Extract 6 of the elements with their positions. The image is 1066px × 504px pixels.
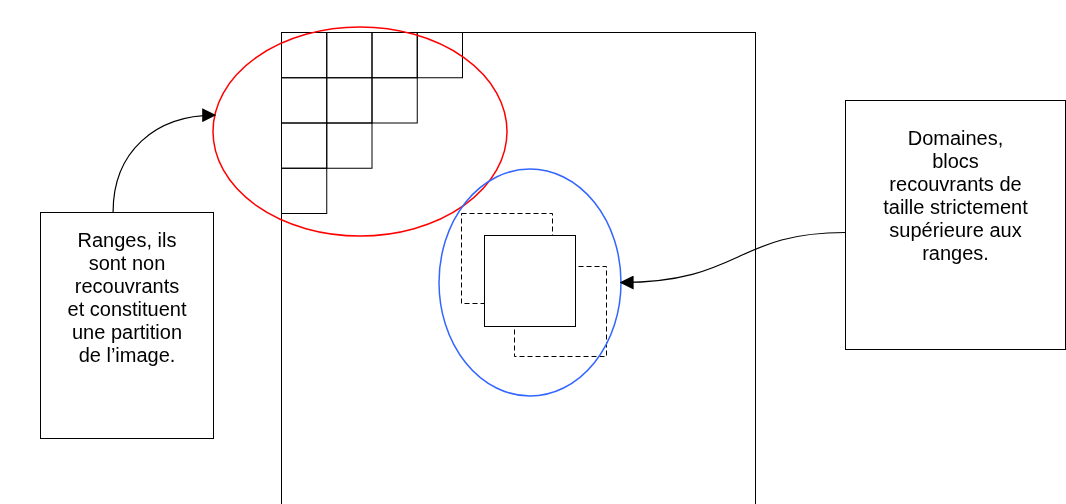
text-box [845, 100, 1066, 350]
box-text: Domaines, blocs recouvrants de taille strictement supérieure aux ranges. [882, 127, 1029, 265]
text-box [40, 212, 214, 439]
arrow [619, 231, 846, 290]
arrow [112, 108, 217, 213]
box-text: Ranges, ils sont non recouvrants et constituent une partition de l’image. [66, 229, 188, 367]
